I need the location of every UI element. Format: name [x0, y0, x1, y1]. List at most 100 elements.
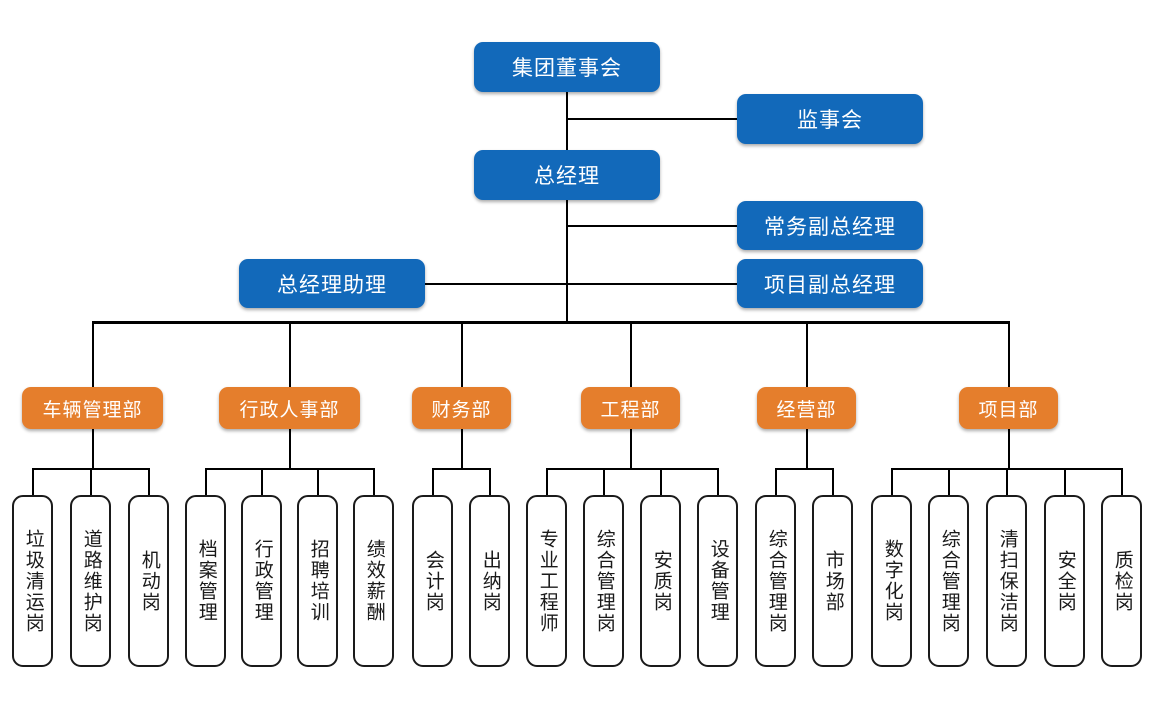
stem-project [1008, 428, 1010, 468]
leaf-drop-15 [832, 468, 834, 496]
leaf-position-box[interactable]: 数字化岗 [871, 495, 912, 667]
leaf-drop-1 [32, 468, 34, 496]
connector-gm-to-executive-deputy [566, 225, 738, 227]
leaf-drop-3 [148, 468, 150, 496]
leaf-position-label: 综合管理岗 [593, 528, 615, 634]
leaf-position-label: 数字化岗 [881, 539, 903, 623]
leaf-position-label: 综合管理岗 [765, 528, 787, 634]
stem-engineering [630, 428, 632, 468]
leaf-position-label: 垃圾清运岗 [22, 528, 44, 634]
leaf-position-box[interactable]: 绩效薪酬 [353, 495, 394, 667]
leaf-position-box[interactable]: 会计岗 [412, 495, 453, 667]
leaf-position-label: 安全岗 [1054, 549, 1076, 613]
leaf-position-label: 招聘培训 [307, 539, 329, 623]
node-project-deputy-gm-label: 项目副总经理 [764, 273, 896, 297]
node-department-project[interactable]: 项目部 [959, 387, 1058, 429]
leaf-position-label: 设备管理 [707, 539, 729, 623]
node-project-deputy-gm[interactable]: 项目副总经理 [737, 259, 923, 308]
node-board-of-directors-label: 集团董事会 [512, 57, 622, 80]
subbus-engineering [546, 468, 718, 470]
node-supervisory-board[interactable]: 监事会 [737, 94, 923, 144]
connector-bus-to-engineering [630, 321, 632, 387]
leaf-position-box[interactable]: 道路维护岗 [70, 495, 111, 667]
leaf-drop-6 [317, 468, 319, 496]
leaf-drop-4 [205, 468, 207, 496]
leaf-drop-2 [90, 468, 92, 496]
subbus-finance [432, 468, 490, 470]
leaf-position-box[interactable]: 出纳岗 [469, 495, 510, 667]
leaf-position-label: 绩效薪酬 [363, 539, 385, 623]
node-board-of-directors[interactable]: 集团董事会 [474, 42, 660, 92]
leaf-drop-5 [261, 468, 263, 496]
leaf-drop-17 [948, 468, 950, 496]
connector-gm-to-project-deputy [566, 283, 738, 285]
connector-board-to-gm [566, 91, 568, 151]
leaf-position-box[interactable]: 专业工程师 [526, 495, 567, 667]
node-department-vehicle-label: 车辆管理部 [42, 399, 143, 421]
leaf-drop-9 [489, 468, 491, 496]
node-general-manager-label: 总经理 [534, 165, 600, 188]
subbus-operations [775, 468, 833, 470]
stem-admin-hr [289, 428, 291, 468]
leaf-position-label: 清扫保洁岗 [996, 528, 1018, 634]
node-general-manager[interactable]: 总经理 [474, 150, 660, 200]
subbus-admin-hr [205, 468, 374, 470]
connector-bus-to-finance [461, 321, 463, 387]
node-department-admin-hr[interactable]: 行政人事部 [219, 387, 360, 429]
node-executive-deputy-gm[interactable]: 常务副总经理 [737, 201, 923, 250]
leaf-position-box[interactable]: 档案管理 [185, 495, 226, 667]
connector-bus-to-vehicle [92, 321, 94, 387]
leaf-position-box[interactable]: 机动岗 [128, 495, 169, 667]
leaf-position-box[interactable]: 综合管理岗 [755, 495, 796, 667]
stem-finance [461, 428, 463, 468]
leaf-position-box[interactable]: 清扫保洁岗 [986, 495, 1027, 667]
leaf-drop-7 [373, 468, 375, 496]
leaf-drop-18 [1006, 468, 1008, 496]
node-supervisory-board-label: 监事会 [797, 109, 863, 132]
leaf-drop-10 [546, 468, 548, 496]
node-executive-deputy-gm-label: 常务副总经理 [764, 215, 896, 239]
node-department-project-label: 项目部 [978, 399, 1039, 421]
leaf-position-box[interactable]: 招聘培训 [297, 495, 338, 667]
leaf-drop-8 [432, 468, 434, 496]
node-department-operations-label: 经营部 [776, 399, 837, 421]
node-department-engineering[interactable]: 工程部 [581, 387, 680, 429]
node-department-operations[interactable]: 经营部 [757, 387, 856, 429]
leaf-drop-13 [717, 468, 719, 496]
node-gm-assistant-label: 总经理助理 [277, 273, 387, 297]
leaf-drop-19 [1064, 468, 1066, 496]
leaf-drop-11 [603, 468, 605, 496]
node-department-finance-label: 财务部 [431, 399, 492, 421]
stem-vehicle [92, 428, 94, 468]
leaf-position-label: 档案管理 [195, 539, 217, 623]
leaf-drop-12 [660, 468, 662, 496]
leaf-position-box[interactable]: 行政管理 [241, 495, 282, 667]
connector-gm-to-bus [566, 199, 568, 321]
leaf-drop-16 [891, 468, 893, 496]
leaf-position-box[interactable]: 综合管理岗 [583, 495, 624, 667]
leaf-position-label: 综合管理岗 [938, 528, 960, 634]
leaf-position-box[interactable]: 设备管理 [697, 495, 738, 667]
node-gm-assistant[interactable]: 总经理助理 [239, 259, 425, 308]
leaf-position-box[interactable]: 安质岗 [640, 495, 681, 667]
connector-bus-to-project [1008, 321, 1010, 387]
leaf-position-label: 出纳岗 [479, 549, 501, 613]
leaf-position-label: 质检岗 [1111, 549, 1133, 613]
leaf-position-box[interactable]: 市场部 [812, 495, 853, 667]
leaf-drop-20 [1121, 468, 1123, 496]
leaf-position-label: 专业工程师 [536, 528, 558, 634]
node-department-finance[interactable]: 财务部 [412, 387, 511, 429]
node-department-vehicle[interactable]: 车辆管理部 [22, 387, 163, 429]
leaf-position-label: 机动岗 [138, 549, 160, 613]
leaf-position-box[interactable]: 质检岗 [1101, 495, 1142, 667]
connector-bus-to-operations [806, 321, 808, 387]
leaf-position-box[interactable]: 综合管理岗 [928, 495, 969, 667]
connector-bus-to-admin-hr [289, 321, 291, 387]
stem-operations [806, 428, 808, 468]
leaf-position-box[interactable]: 垃圾清运岗 [12, 495, 53, 667]
leaf-position-box[interactable]: 安全岗 [1044, 495, 1085, 667]
leaf-position-label: 会计岗 [422, 549, 444, 613]
department-bus-line [92, 321, 1010, 324]
leaf-position-label: 市场部 [822, 549, 844, 613]
